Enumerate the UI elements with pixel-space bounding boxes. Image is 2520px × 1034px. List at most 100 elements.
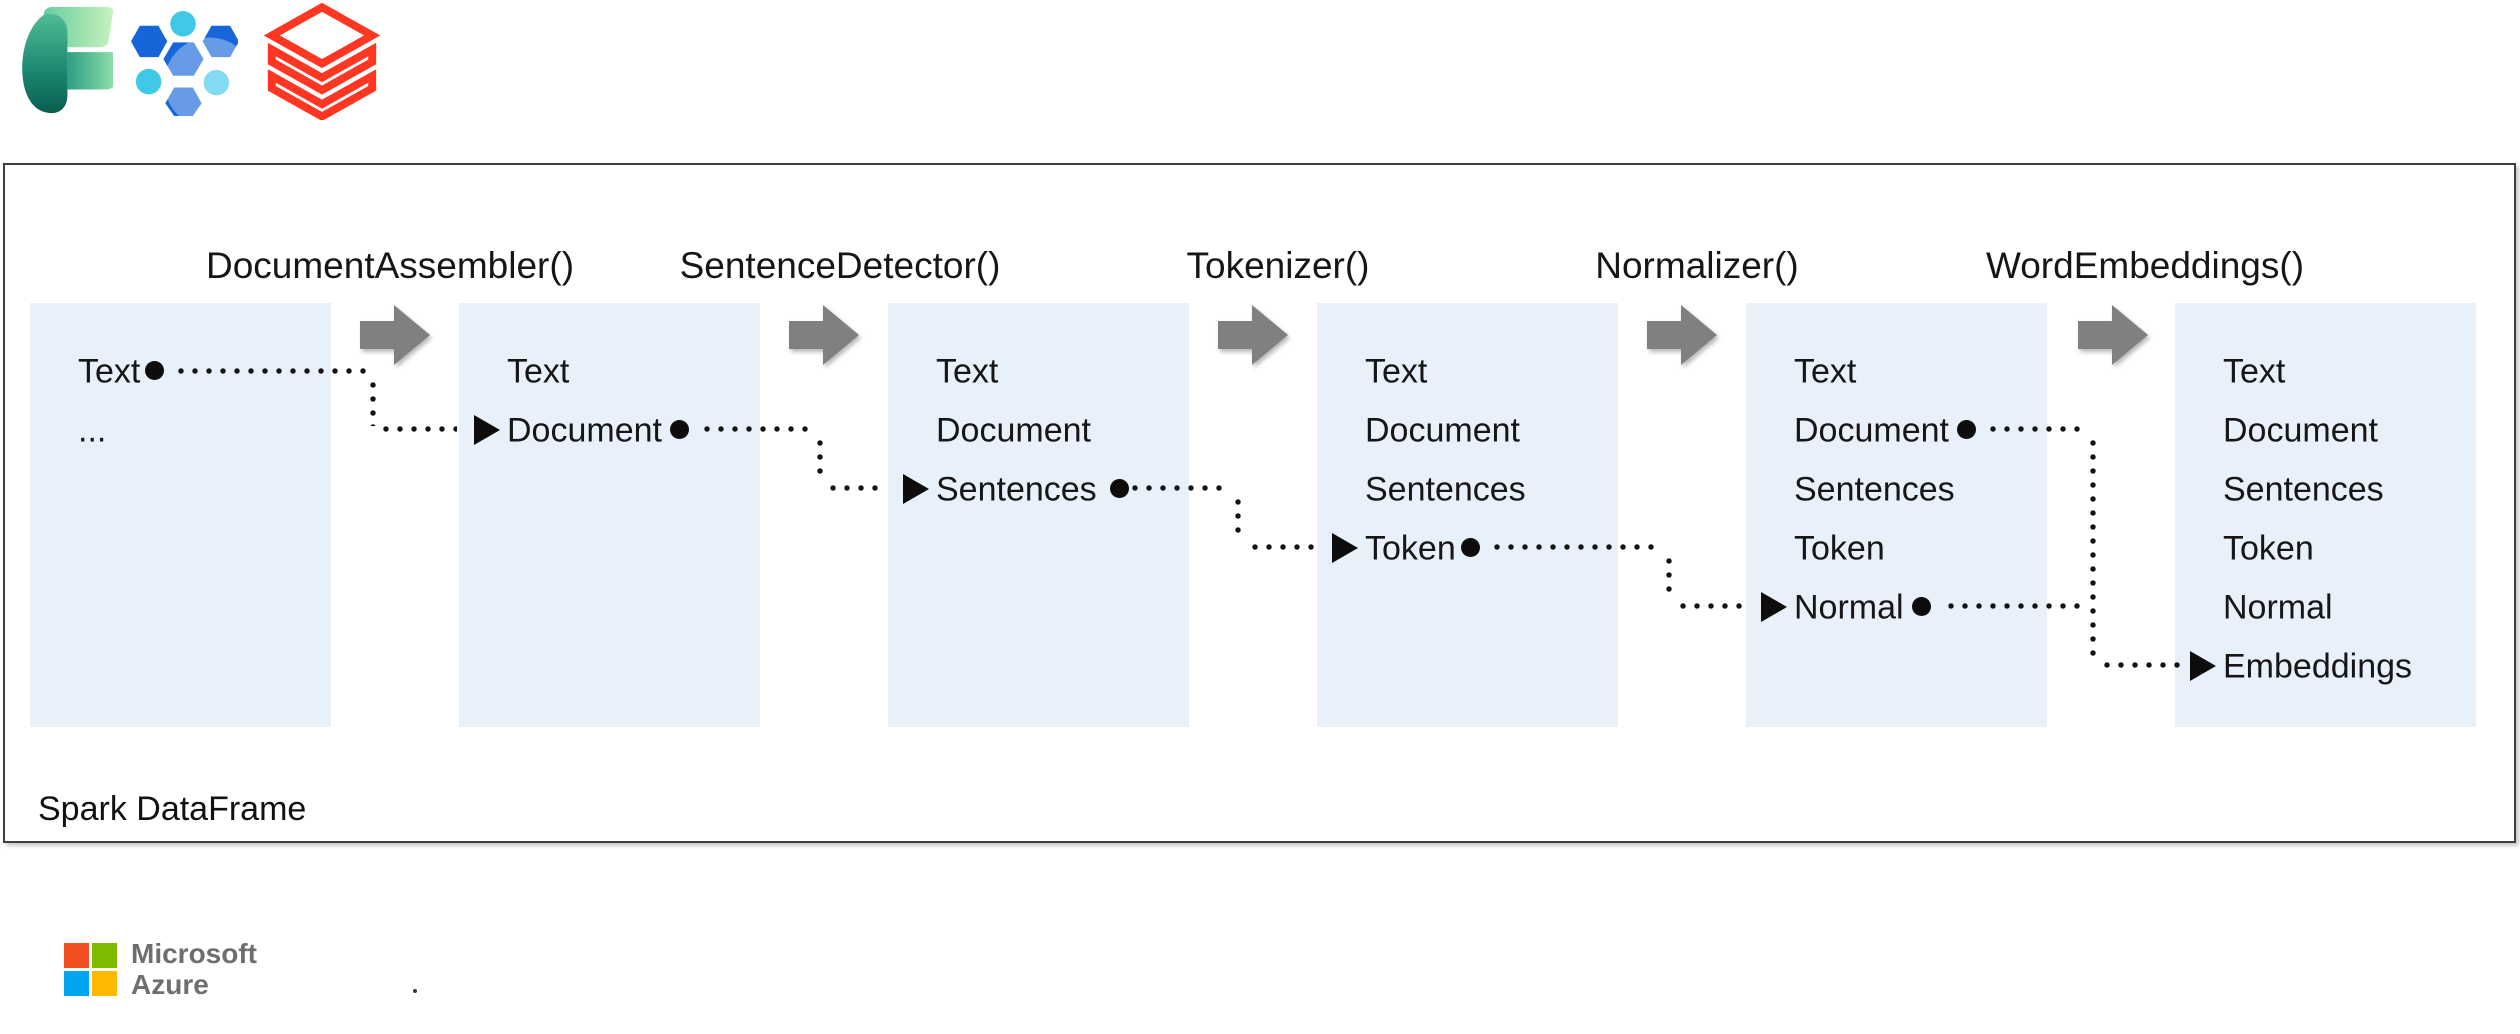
column-label: Sentences: [1794, 470, 1955, 509]
output-dot-icon: [669, 419, 689, 439]
connector-text-to-document-h1: [174, 368, 366, 374]
stage-label-tokenizer: Tokenizer(): [1186, 245, 1370, 286]
column-row: Token: [1317, 518, 1618, 577]
dataframe-box-1: Text ...: [30, 303, 331, 727]
column-row: Sentences: [888, 459, 1189, 518]
azure-hdinsight-icon: [128, 10, 255, 128]
column-row: Embeddings: [2175, 636, 2476, 695]
stage-arrow-icon: [360, 303, 430, 367]
column-row: Document: [1317, 400, 1618, 459]
pipeline-frame: [3, 163, 2516, 843]
connector-token-to-normal-h1: [1490, 544, 1662, 550]
column-row: Normal: [2175, 577, 2476, 636]
connector-document-to-sentences-v: [817, 436, 823, 482]
column-label: Document: [1794, 411, 1949, 450]
microsoft-azure-brand: Microsoft Azure: [64, 938, 257, 1000]
microsoft-logo-red-square: [64, 942, 89, 968]
connector-document-to-embeddings-v: [2090, 436, 2096, 658]
connector-document-to-embeddings-h1: [1986, 426, 2088, 432]
column-label: Document: [2223, 411, 2378, 450]
output-dot-icon: [1911, 596, 1931, 616]
dataframe-box-4: Text Document Sentences Token: [1317, 303, 1618, 727]
column-row: ...: [30, 400, 331, 459]
output-dot-icon: [1956, 419, 1976, 439]
input-arrow-icon: [1332, 532, 1358, 563]
dataframe-box-3: Text Document Sentences: [888, 303, 1189, 727]
connector-sentences-to-token-h1: [1128, 485, 1228, 491]
column-label: Text: [936, 352, 999, 391]
connector-text-to-document-v: [370, 378, 376, 426]
connector-token-to-normal-v: [1666, 554, 1672, 600]
column-row: Text: [888, 341, 1189, 400]
microsoft-azure-wordmark: Microsoft Azure: [131, 938, 257, 1000]
column-row: Text: [1746, 341, 2047, 400]
column-row: Token: [1746, 518, 2047, 577]
stage-arrow-icon: [2078, 303, 2148, 367]
dataframe-box-5: Text Document Sentences Token Normal: [1746, 303, 2047, 727]
column-label: Token: [1365, 529, 1456, 568]
input-arrow-icon: [474, 414, 500, 445]
column-row: Sentences: [1317, 459, 1618, 518]
microsoft-fabric-icon: [10, 3, 118, 122]
input-arrow-icon: [903, 473, 929, 504]
connector-sentences-to-token-v: [1235, 495, 1241, 541]
column-row: Document: [459, 400, 760, 459]
output-dot-icon: [1460, 537, 1480, 557]
stage-label-normalizer: Normalizer(): [1595, 245, 1799, 286]
column-label: Document: [1365, 411, 1520, 450]
stage-label-document-assembler: DocumentAssembler(): [205, 245, 575, 286]
connector-text-to-document-h2: [379, 426, 457, 432]
column-row: Token: [2175, 518, 2476, 577]
microsoft-logo-green-square: [92, 942, 117, 968]
output-dot-icon: [1109, 478, 1129, 498]
column-row: Normal: [1746, 577, 2047, 636]
column-row: Text: [1317, 341, 1618, 400]
stage-arrow-icon: [1218, 303, 1288, 367]
column-label: Text: [1365, 352, 1428, 391]
column-label: Normal: [1794, 588, 1904, 627]
stage-arrow-icon: [789, 303, 859, 367]
column-label: Token: [2223, 529, 2314, 568]
connector-token-to-normal-h2: [1676, 603, 1742, 609]
microsoft-logo-yellow-square: [92, 970, 117, 996]
spark-dataframe-caption: Spark DataFrame: [38, 790, 307, 828]
column-label: Text: [507, 352, 570, 391]
column-label: Document: [936, 411, 1091, 450]
input-arrow-icon: [2190, 650, 2216, 681]
column-label: Normal: [2223, 588, 2333, 627]
column-row: Document: [888, 400, 1189, 459]
column-row: Document: [1746, 400, 2047, 459]
column-row: Text: [2175, 341, 2476, 400]
column-label: Embeddings: [2223, 647, 2413, 686]
column-row: Sentences: [2175, 459, 2476, 518]
databricks-icon: [258, 2, 386, 125]
connector-document-to-sentences-h1: [700, 426, 814, 432]
column-label: Text: [78, 352, 141, 391]
stage-label-sentence-detector: SentenceDetector(): [679, 245, 1001, 286]
column-label: Sentences: [1365, 470, 1526, 509]
connector-sentences-to-token-h2: [1248, 544, 1316, 550]
connector-document-to-embeddings-h2: [2100, 662, 2186, 668]
stage-label-word-embeddings: WordEmbeddings(): [1985, 245, 2305, 286]
column-label: ...: [78, 411, 107, 450]
column-label: Token: [1794, 529, 1885, 568]
output-dot-icon: [145, 360, 165, 380]
stray-dot: [413, 989, 417, 993]
microsoft-logo-icon: [64, 942, 117, 996]
column-label: Sentences: [936, 470, 1097, 509]
brand-line-azure: Azure: [131, 969, 209, 1000]
input-arrow-icon: [1761, 591, 1787, 622]
column-row: Text: [30, 341, 331, 400]
connector-normal-merge-h: [1944, 603, 2082, 609]
brand-line-microsoft: Microsoft: [131, 938, 257, 969]
dataframe-box-2: Text Document: [459, 303, 760, 727]
column-label: Sentences: [2223, 470, 2384, 509]
microsoft-logo-blue-square: [64, 970, 89, 996]
column-row: Text: [459, 341, 760, 400]
column-label: Text: [1794, 352, 1857, 391]
connector-document-to-sentences-h2: [826, 485, 886, 491]
stage-arrow-icon: [1647, 303, 1717, 367]
column-row: Sentences: [1746, 459, 2047, 518]
column-label: Text: [2223, 352, 2286, 391]
dataframe-box-6: Text Document Sentences Token Normal Emb…: [2175, 303, 2476, 727]
